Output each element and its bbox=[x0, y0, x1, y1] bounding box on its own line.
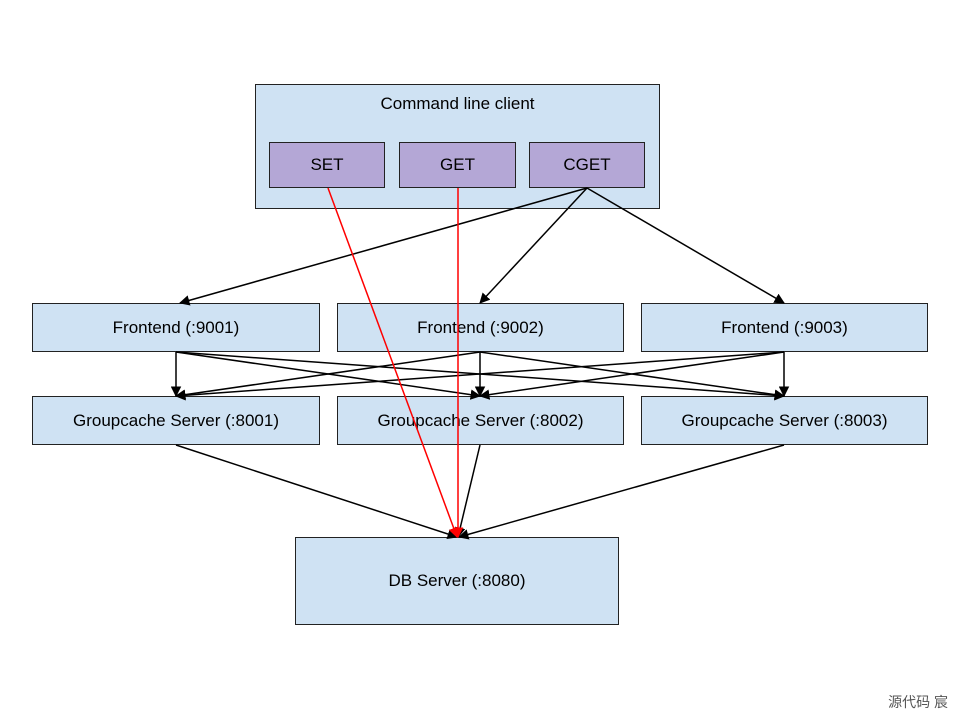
frontend-9003: Frontend (:9003) bbox=[641, 303, 928, 352]
edge-frontend-9001-server-8002 bbox=[175, 351, 482, 400]
edge-server-8001-db bbox=[175, 444, 458, 540]
edge-set-db bbox=[327, 187, 459, 538]
groupcache-server-8003: Groupcache Server (:8003) bbox=[641, 396, 928, 445]
groupcache-server-8002: Groupcache Server (:8002) bbox=[337, 396, 624, 445]
edge-frontend-9002-server-8003 bbox=[479, 351, 786, 400]
edge-frontend-9001-server-8003 bbox=[175, 351, 786, 401]
client-title: Command line client bbox=[380, 94, 535, 113]
groupcache-server-8001: Groupcache Server (:8001) bbox=[32, 396, 320, 445]
edge-frontend-9003-server-8001 bbox=[174, 351, 785, 401]
frontend-9002: Frontend (:9002) bbox=[337, 303, 624, 352]
db-server: DB Server (:8080) bbox=[295, 537, 619, 625]
edge-frontend-9002-server-8001 bbox=[174, 351, 481, 400]
watermark: 源代码 宸 bbox=[888, 694, 948, 710]
edge-frontend-9003-server-8002 bbox=[478, 351, 785, 400]
edge-server-8003-db bbox=[457, 444, 785, 540]
edge-server-8002-db bbox=[455, 444, 481, 539]
get-command: GET bbox=[399, 142, 516, 188]
cget-command: CGET bbox=[529, 142, 645, 188]
set-command: SET bbox=[269, 142, 385, 188]
frontend-9001: Frontend (:9001) bbox=[32, 303, 320, 352]
